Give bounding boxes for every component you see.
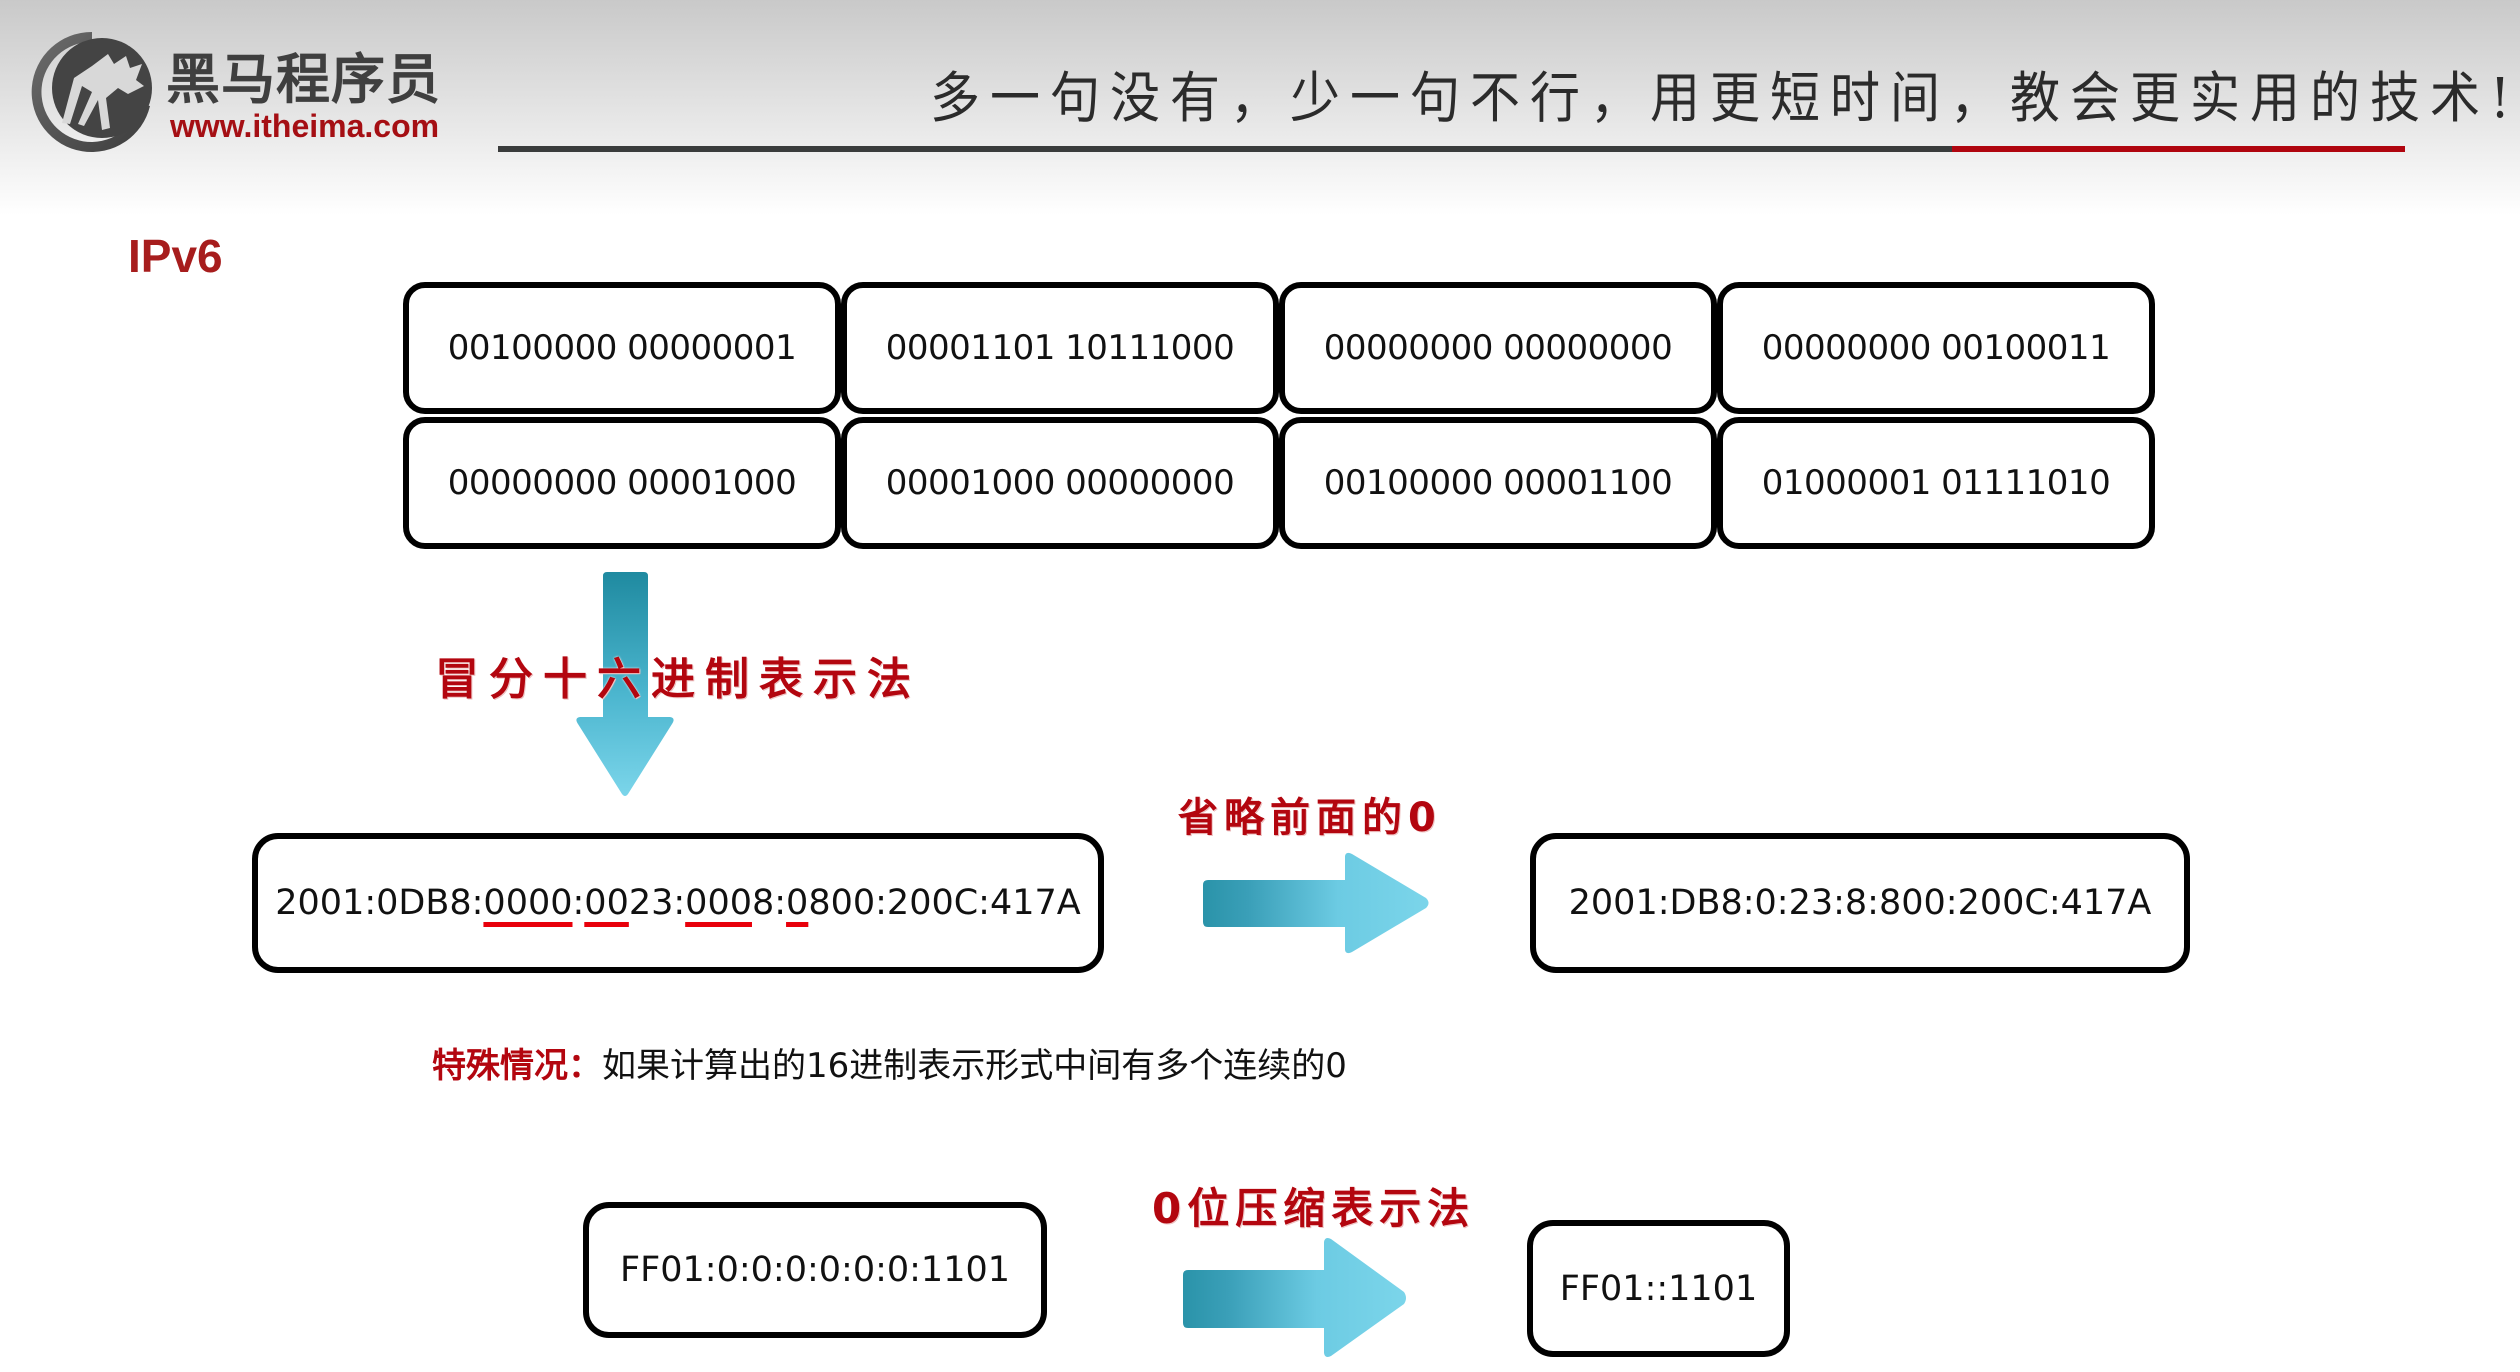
colon-hex-label: 冒分十六进制表示法 [435,654,921,705]
slide-title: IPv6 [128,230,223,282]
logo-url: www.itheima.com [170,108,440,144]
special-case-note: 特殊情况：如果计算出的16进制表示形式中间有多个连续的0 [432,1042,1347,1090]
omitted-hex-address-box: 2001:DB8:0:23:8:800:200C:417A [1530,833,2190,973]
zero-compression-label: 0位压缩表示法 [1152,1184,1476,1233]
binary-address-grid: 00100000 00000001 00001101 10111000 0000… [403,282,2159,552]
compressed-address-box: FF01::1101 [1527,1220,1790,1357]
hex-segment-underlined: 0 [786,883,809,923]
binary-cell: 00001000 00000000 [841,417,1279,549]
hex-segment-underlined: 00 [584,883,629,923]
special-case-key: 特殊情况： [432,1046,602,1086]
binary-cell: 01000001 01111010 [1717,417,2155,549]
header-divider-accent [1952,146,2405,152]
hex-segment: 23: [628,883,686,923]
uncompressed-address-box: FF01:0:0:0:0:0:0:1101 [583,1202,1047,1338]
binary-cell: 00001101 10111000 [841,282,1279,414]
hex-segment: 8: [751,883,787,923]
hex-segment-underlined: 000 [685,883,752,923]
binary-cell: 00000000 00000000 [1279,282,1717,414]
binary-cell: 00000000 00100011 [1717,282,2155,414]
hex-segment: 2001:0DB8: [275,883,484,923]
right-arrow-icon [1183,1238,1406,1357]
header-divider [498,146,1952,152]
hex-segment: 800:200C:417A [808,883,1081,923]
omit-leading-zero-label: 省略前面的0 [1178,795,1442,841]
special-case-text: 如果计算出的16进制表示形式中间有多个连续的0 [602,1046,1347,1086]
binary-cell: 00100000 00000001 [403,282,841,414]
binary-cell: 00000000 00001000 [403,417,841,549]
logo-name: 黑马程序员 [166,48,441,111]
horse-logo-icon [31,31,152,152]
slogan: 多一句没有，少一句不行，用更短时间，教会更实用的技术! [930,66,2520,131]
header-background [0,0,2520,215]
hex-segment: : [572,883,585,923]
binary-cell: 00100000 00001100 [1279,417,1717,549]
right-arrow-icon [1203,852,1429,954]
hex-segment-underlined: 0000 [483,883,573,923]
down-arrow-icon [576,572,674,796]
